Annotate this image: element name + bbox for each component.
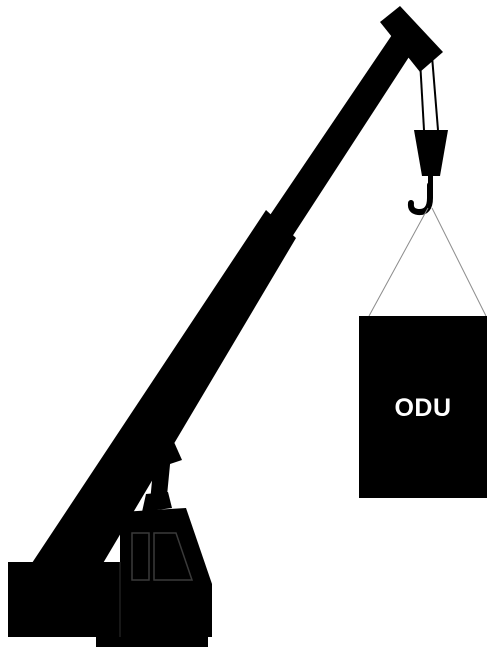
load-label: ODU xyxy=(359,380,487,436)
hoist-cable-right xyxy=(432,56,438,130)
sling-left xyxy=(369,208,428,316)
carrier-base xyxy=(96,637,208,647)
hook-block xyxy=(414,130,448,176)
carrier-body xyxy=(8,562,126,637)
boom-upper-section xyxy=(264,26,420,240)
hook-icon xyxy=(411,185,430,212)
sling-right xyxy=(432,208,486,316)
hoist-cable-left xyxy=(420,60,424,130)
cylinder-mount xyxy=(142,492,172,512)
operator-cab xyxy=(120,508,212,637)
